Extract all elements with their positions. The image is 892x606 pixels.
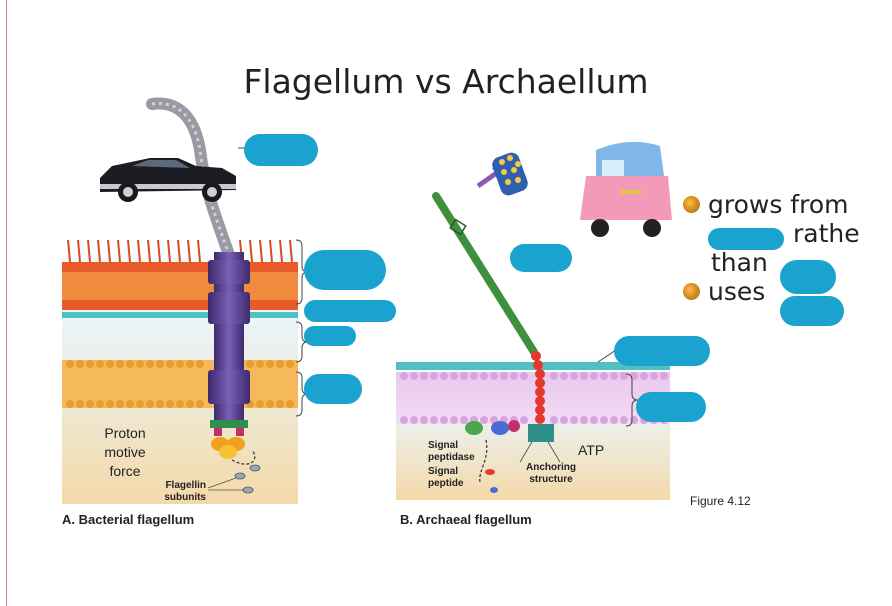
atp-label: ATP <box>578 442 605 458</box>
signal-peptide-label: Signal peptide <box>428 466 464 489</box>
bullet-line: than <box>711 248 768 277</box>
redaction-blob <box>614 336 710 366</box>
anchoring-structure <box>528 424 554 442</box>
panel-b-caption: B. Archaeal flagellum <box>400 512 532 527</box>
redaction-blob <box>708 228 784 250</box>
redaction-blob <box>304 300 396 322</box>
redaction-blob <box>780 296 844 326</box>
ms-ring <box>208 370 250 404</box>
archaellum-filament <box>432 192 538 356</box>
notebook-margin-line <box>6 0 7 606</box>
anchoring-structure-label: Anchoring structure <box>526 462 576 485</box>
bullet-item: grows from <box>683 190 892 219</box>
redaction-blob <box>244 134 318 166</box>
l-ring <box>208 260 250 284</box>
redaction-blob <box>304 326 356 346</box>
flagellin-subunits-label: Flagellin subunits <box>164 480 206 503</box>
p-ring <box>208 292 250 324</box>
slide-title: Flagellum vs Archaellum <box>243 62 649 101</box>
proton-motive-force-label: Proton motive force <box>104 425 146 479</box>
peptidoglycan-layer <box>62 312 298 318</box>
export-apparatus <box>210 420 248 428</box>
archaellum-base-chain <box>531 351 545 424</box>
redaction-blob <box>304 250 386 290</box>
toy-car-image <box>570 130 680 244</box>
s-layer <box>396 362 670 370</box>
bullet-item: uses <box>683 277 892 306</box>
bullet-icon <box>683 282 700 300</box>
redaction-blob <box>780 260 836 294</box>
figure-reference: Figure 4.12 <box>690 494 751 508</box>
bullet-line: rathe <box>793 219 860 248</box>
archaeal-membrane <box>396 372 670 424</box>
redaction-blob <box>510 244 572 272</box>
redaction-blob <box>304 374 362 404</box>
bullet-icon <box>683 195 700 213</box>
bullet-list: grows from rathe than uses <box>683 190 892 306</box>
signal-peptidase-label: Signal peptidase <box>428 440 475 463</box>
archaellin-filament-model <box>492 152 528 196</box>
panel-a-caption: A. Bacterial flagellum <box>62 512 195 527</box>
signal-peptidase <box>465 421 483 435</box>
classic-car-image <box>100 158 236 202</box>
redaction-blob <box>636 392 706 422</box>
